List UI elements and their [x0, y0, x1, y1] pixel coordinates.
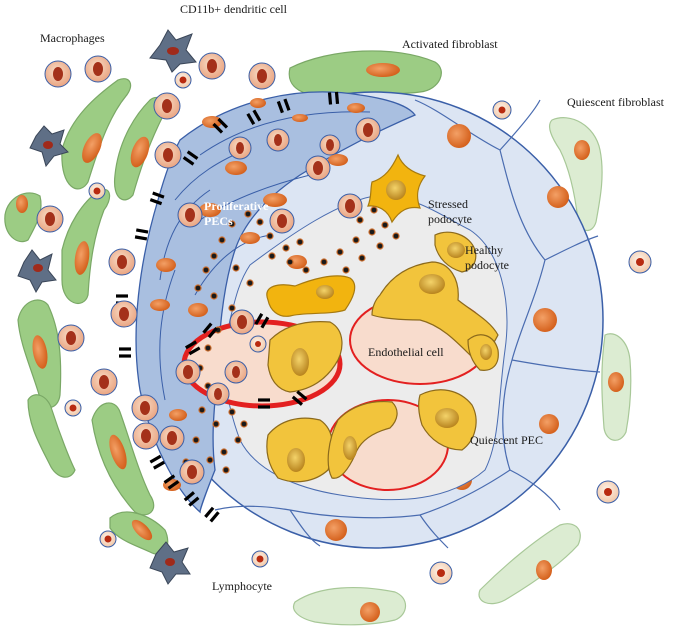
quiescent-fibroblast [294, 588, 406, 625]
activated-fibroblast [289, 51, 441, 96]
podocyte-nucleus [386, 180, 406, 200]
podocyte-nucleus [435, 408, 459, 428]
quiescent-fibroblast [479, 524, 580, 604]
fibroblast-nucleus [360, 602, 380, 622]
fibroblast-nucleus [608, 372, 624, 392]
label-quiescent-fibroblast: Quiescent fibroblast [567, 95, 665, 109]
label-proliferative-pecs-2: PECs [204, 214, 233, 228]
fibroblast-nucleus [574, 140, 590, 160]
label-endothelial-cell: Endothelial cell [368, 345, 444, 359]
podocyte-nucleus [447, 242, 465, 258]
fibroblast-nucleus [16, 195, 28, 213]
label-lymphocyte: Lymphocyte [212, 579, 272, 593]
label-cd11b-dendritic-cell: CD11b+ dendritic cell [180, 2, 288, 16]
fibroblast-nucleus [366, 63, 400, 77]
podocyte-nucleus [419, 274, 445, 294]
label-healthy-podocyte: Healthy [465, 243, 503, 257]
glomerulus [116, 92, 603, 548]
label-activated-fibroblast: Activated fibroblast [402, 37, 498, 51]
fibroblast-nucleus [536, 560, 552, 580]
podocyte-nucleus [287, 448, 305, 472]
podocyte-nucleus [291, 348, 309, 376]
label-proliferative-pecs: Proliferative [204, 199, 269, 213]
label-stressed-podocyte-2: podocyte [428, 212, 472, 226]
label-healthy-podocyte-2: podocyte [465, 258, 509, 272]
label-macrophages: Macrophages [40, 31, 105, 45]
podocyte-nucleus [343, 436, 357, 460]
podocyte-nucleus [316, 285, 334, 299]
podocyte-nucleus [480, 344, 492, 360]
label-quiescent-pec: Quiescent PEC [470, 433, 543, 447]
label-stressed-podocyte: Stressed [428, 197, 468, 211]
